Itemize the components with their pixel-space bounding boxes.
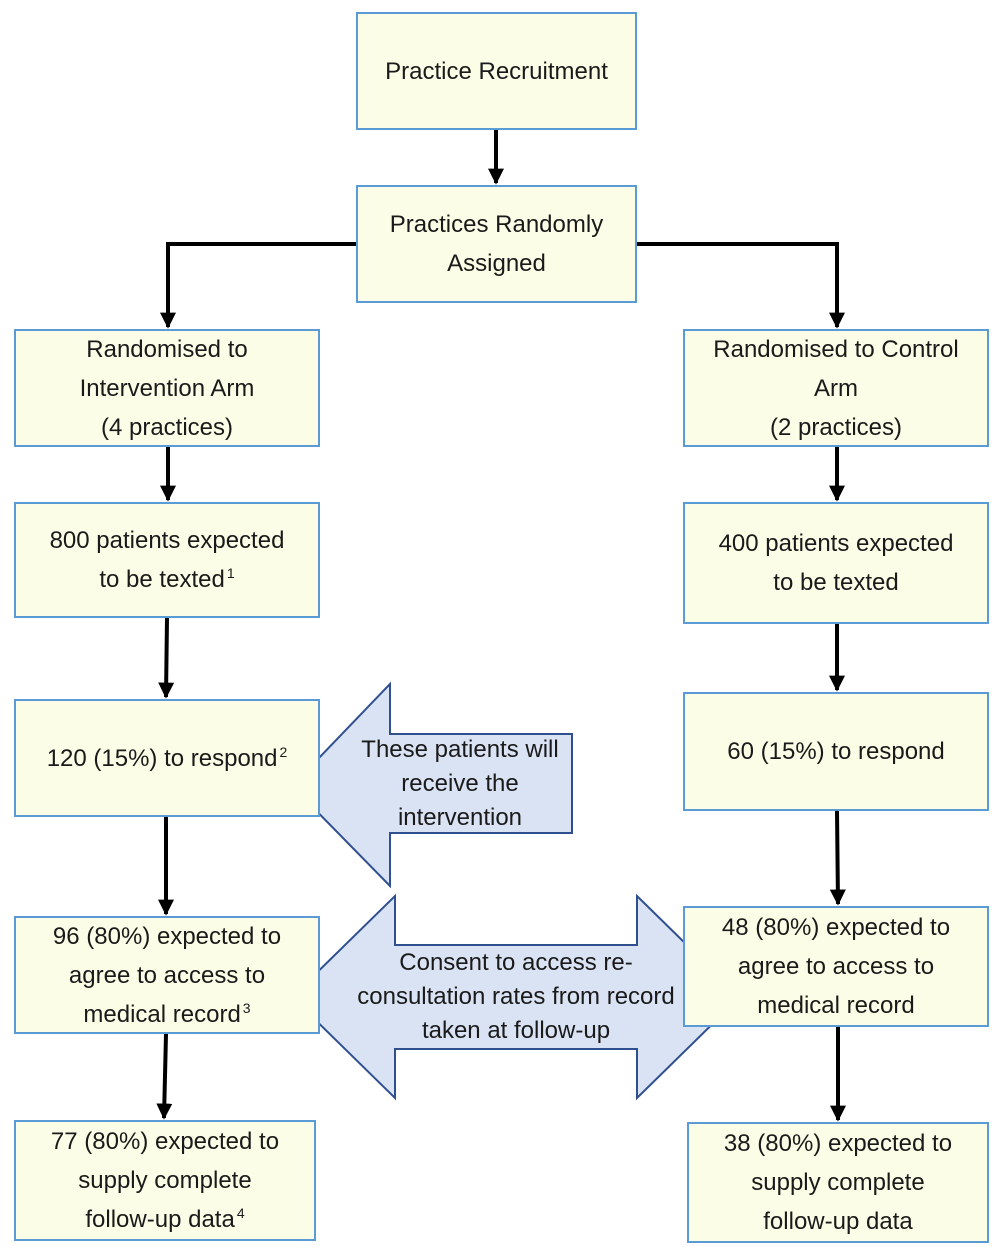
intervention-complete-line-1: 77 (80%) expected to <box>50 1128 280 1155</box>
control-texted-box: 400 patients expected to be texted <box>683 502 989 624</box>
intervention-agree-box: 96 (80%) expected to agree to access to … <box>14 916 320 1034</box>
intervention-note-line-3: intervention <box>397 803 523 831</box>
control-complete-box: 38 (80%) expected to supply complete fol… <box>687 1122 989 1243</box>
assigned-line-2: Assigned <box>447 250 546 277</box>
arrow-assign-to-intervention <box>160 242 356 329</box>
intervention-complete-box: 77 (80%) expected to supply complete fol… <box>14 1120 316 1241</box>
consent-note-line-3: record taken at follow-up <box>421 983 675 1044</box>
intervention-note-line-1: These patients <box>361 735 519 763</box>
intervention-note-callout: These patients will receive the interven… <box>352 734 568 833</box>
arrow-int-agree-to-complete <box>156 1033 173 1120</box>
control-arm-line-3: (2 practices) <box>769 413 903 441</box>
control-agree-box: 48 (80%) expected to agree to access to … <box>683 906 989 1027</box>
left-callout-arrow-shape <box>290 681 573 889</box>
consent-note-line-1: Consent to access re- <box>399 949 633 976</box>
intervention-texted-line-1: 800 patients expected <box>49 527 285 554</box>
consent-note-line-2: consultation rates from <box>357 983 601 1010</box>
footnote-4: 4 <box>236 1205 245 1221</box>
control-agree-line-1: 48 (80%) expected to <box>721 914 951 941</box>
control-respond-label: 60 (15%) to respond <box>727 738 945 765</box>
intervention-agree-line-2: agree to access to <box>68 961 266 989</box>
assigned-line-1: Practices Randomly <box>389 211 604 238</box>
practices-randomly-assigned-box: Practices Randomly Assigned <box>356 185 637 303</box>
footnote-1: 1 <box>226 565 235 581</box>
practice-recruitment-box: Practice Recruitment <box>356 12 637 130</box>
control-complete-line-3: follow-up data <box>763 1208 913 1235</box>
arrow-int-texted-to-respond <box>158 617 175 699</box>
footnote-3: 3 <box>242 999 251 1016</box>
control-arm-box: Randomised to Control Arm (2 practices) <box>683 329 989 447</box>
control-complete-line-2: supply complete <box>751 1169 925 1196</box>
practice-recruitment-label: Practice Recruitment <box>385 57 608 85</box>
intervention-note-line-2: will receive the <box>401 735 559 797</box>
control-arm-line-2: Arm <box>814 374 858 402</box>
control-respond-box: 60 (15%) to respond <box>683 692 989 811</box>
control-complete-line-1: 38 (80%) expected to <box>723 1130 953 1157</box>
arrow-assign-to-control <box>637 242 845 329</box>
control-agree-line-2: agree to access to <box>737 953 935 980</box>
control-texted-line-2: to be texted <box>773 569 899 596</box>
control-texted-line-1: 400 patients expected <box>718 530 954 557</box>
intervention-arm-line-2: Intervention Arm <box>79 374 255 402</box>
control-agree-line-3: medical record <box>757 992 915 1019</box>
intervention-complete-line-2: supply complete <box>78 1167 252 1194</box>
consent-note-callout: Consent to access re- consultation rates… <box>350 945 682 1049</box>
intervention-agree-line-1: 96 (80%) expected to <box>52 922 282 950</box>
intervention-arm-line-3: (4 practices) <box>100 413 234 441</box>
footnote-2: 2 <box>279 743 288 760</box>
intervention-arm-line-1: Randomised to <box>86 335 248 363</box>
intervention-arm-box: Randomised to Intervention Arm (4 practi… <box>14 329 320 447</box>
control-arm-line-1: Randomised to Control <box>713 335 959 363</box>
arrow-ctl-respond-to-agree <box>829 810 846 906</box>
